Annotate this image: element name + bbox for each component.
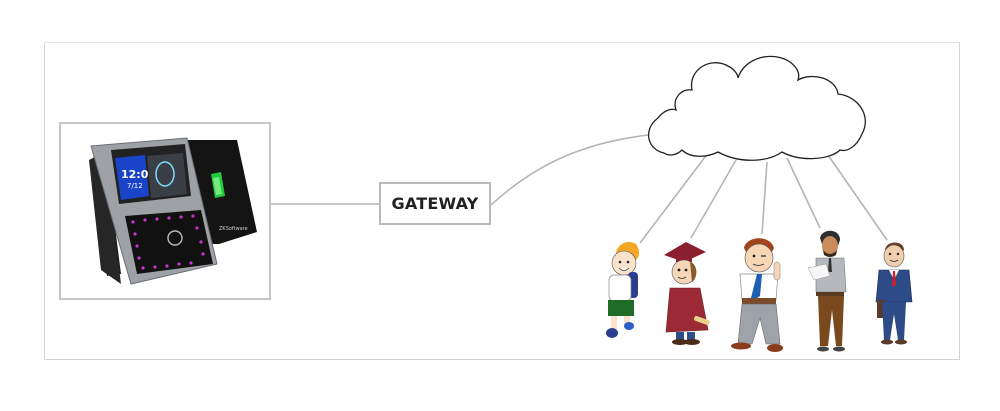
edge-cloud-graduate [690, 159, 737, 239]
user-student [606, 241, 639, 338]
cloud-icon [647, 55, 866, 161]
user-professional [807, 230, 847, 352]
cloud-node [647, 55, 866, 161]
diagram-frame [44, 42, 960, 360]
ir-led-array [131, 214, 205, 270]
edge-cloud-businessman [827, 154, 888, 241]
edge-gateway-cloud [490, 134, 649, 206]
user-graduate [664, 242, 710, 345]
edge-cloud-student [639, 152, 709, 244]
gateway-node: GATEWAY [379, 182, 491, 225]
edge-cloud-professional [786, 157, 821, 229]
device-screen-date: 7/12 [127, 182, 143, 190]
biometric-terminal-icon: 12:03 7/12 ZKSoftware [89, 137, 257, 285]
device-brand: ZKSoftware [219, 226, 248, 232]
device-node: 12:03 7/12 ZKSoftware [59, 122, 271, 300]
edge-cloud-office-worker [761, 161, 768, 235]
device-screen-clock: 12:03 [121, 168, 156, 181]
user-office-worker [731, 238, 783, 352]
user-businessman [875, 242, 913, 345]
gateway-label: GATEWAY [391, 194, 479, 213]
